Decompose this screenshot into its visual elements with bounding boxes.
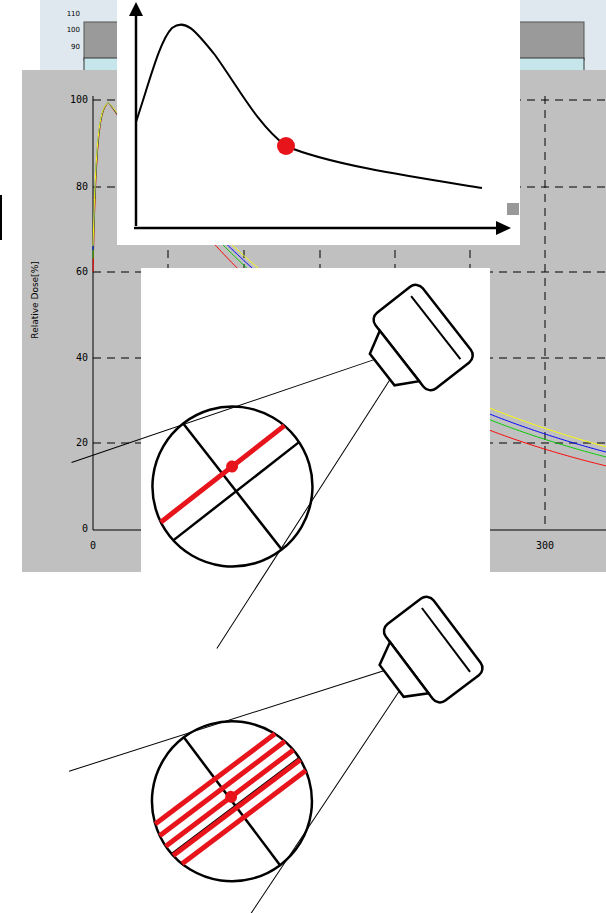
dose-line	[161, 426, 285, 523]
y-axis	[93, 96, 94, 530]
gray-square	[507, 203, 519, 215]
dose-line	[182, 771, 306, 864]
schematic-x-axis	[134, 227, 500, 230]
tick-label: 0	[90, 541, 96, 551]
tick-label: 300	[536, 541, 554, 551]
edge-mark	[0, 195, 2, 240]
measurement-point	[277, 137, 295, 155]
tick-label: 100	[67, 27, 80, 34]
tick-label: 60	[76, 267, 88, 277]
grid-line	[545, 96, 546, 530]
tick-label: 80	[76, 182, 88, 192]
collimator	[372, 642, 428, 706]
beam-panel	[141, 268, 490, 590]
tick-label: 110	[67, 11, 80, 18]
measurement-point	[224, 458, 241, 475]
beam-geometry	[72, 226, 520, 648]
arrowhead	[496, 221, 511, 235]
beam-geometry	[69, 534, 531, 913]
tick-label: 20	[76, 438, 88, 448]
tick-label: 0	[82, 524, 88, 534]
head-detail	[422, 608, 470, 672]
collimator	[362, 331, 419, 395]
dose-lines	[151, 731, 308, 866]
tick-label: 100	[70, 95, 88, 105]
axis-title: Relative Dose[%]	[31, 261, 40, 338]
phantom-circle	[120, 689, 344, 913]
beam-edge	[150, 689, 467, 913]
arrowhead	[129, 2, 143, 16]
tick-label: 40	[76, 353, 88, 363]
dose-line	[166, 750, 294, 846]
depth-dose-curve	[136, 24, 482, 188]
dose-line	[173, 760, 300, 856]
measurement-point	[223, 788, 240, 805]
tick-label: 90	[71, 44, 80, 51]
phantom-circle	[120, 374, 345, 599]
curve-panel	[117, 0, 520, 245]
head-detail	[411, 296, 460, 359]
beam-edge	[72, 275, 377, 546]
crosshair	[173, 442, 299, 540]
